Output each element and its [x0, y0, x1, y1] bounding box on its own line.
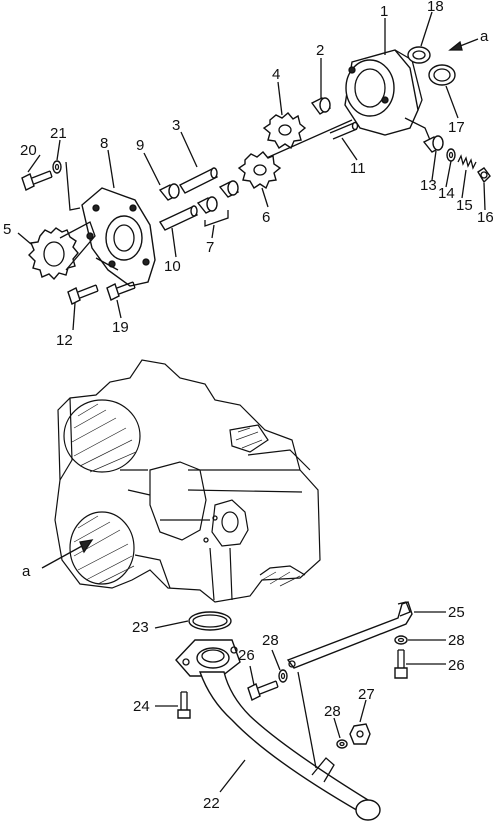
callout-9: 9	[136, 137, 144, 154]
part-28-washer-bottom	[336, 739, 348, 749]
view-arrow-a-top	[448, 38, 479, 51]
part-15-spring	[457, 154, 477, 170]
callout-20: 20	[20, 142, 37, 159]
view-arrow-a-bottom	[41, 539, 94, 569]
part-2-bushing	[310, 97, 332, 115]
part-24-bolt	[177, 691, 191, 719]
callout-18: 18	[427, 0, 444, 15]
part-9-bushing	[158, 183, 180, 201]
callout-28-right: 28	[448, 632, 465, 649]
part-3-pin	[178, 167, 219, 194]
part-11-shaft	[329, 121, 359, 140]
callout-19: 19	[112, 319, 129, 336]
view-label-a-bottom: a	[22, 563, 31, 580]
part-16-plug	[477, 167, 491, 184]
callout-16: 16	[477, 209, 494, 226]
part-21-washer	[52, 160, 81, 211]
part-10-pin	[158, 205, 199, 231]
callout-6: 6	[262, 209, 270, 226]
engine-block-outline	[54, 359, 321, 603]
part-7-bushings	[196, 180, 240, 227]
callout-21: 21	[50, 125, 67, 142]
part-25-bracket	[286, 601, 413, 769]
callout-15: 15	[456, 197, 473, 214]
callout-17: 17	[448, 119, 465, 136]
callout-12: 12	[56, 332, 73, 349]
part-22-suction-pipe	[175, 639, 381, 821]
part-28-washer-left	[278, 669, 288, 683]
part-26-bolt-left	[247, 680, 279, 701]
part-27-nut	[349, 723, 371, 745]
callout-25: 25	[448, 604, 465, 621]
part-8-cover	[81, 187, 156, 287]
callout-10: 10	[164, 258, 181, 275]
part-14-washer	[446, 148, 456, 162]
callout-4: 4	[272, 66, 280, 83]
part-17-seal	[428, 64, 456, 86]
callout-27: 27	[358, 686, 375, 703]
callout-28-bottom: 28	[324, 703, 341, 720]
lower-leader-lines	[154, 611, 446, 793]
callout-22: 22	[203, 795, 220, 812]
part-19-bolt	[106, 281, 136, 301]
callout-2: 2	[316, 42, 324, 59]
part-26-bolt-right	[394, 649, 408, 679]
part-28-washer-right	[394, 635, 408, 645]
callout-7: 7	[206, 239, 214, 256]
callout-26-left: 26	[238, 647, 255, 664]
callout-3: 3	[172, 117, 180, 134]
upper-leader-lines	[17, 11, 486, 331]
callout-13: 13	[420, 177, 437, 194]
callout-23: 23	[132, 619, 149, 636]
part-6-driven-gear	[237, 151, 282, 190]
part-1-pump-body	[344, 49, 431, 141]
callout-8: 8	[100, 135, 108, 152]
view-label-a-top: a	[480, 28, 489, 45]
callout-24: 24	[133, 698, 150, 715]
part-23-o-ring	[188, 611, 232, 631]
part-4-drive-gear	[262, 112, 307, 150]
part-12-bolt	[67, 284, 99, 305]
callout-26-right: 26	[448, 657, 465, 674]
callout-1: 1	[380, 3, 388, 20]
callout-11: 11	[350, 160, 366, 177]
pump-shaft-axis	[261, 119, 353, 161]
part-13-sleeve	[422, 135, 444, 153]
callout-14: 14	[438, 185, 455, 202]
part-20-bolt	[21, 170, 53, 191]
part-18-seal	[407, 46, 431, 64]
callout-28-left: 28	[262, 632, 279, 649]
part-5-sprocket	[28, 221, 96, 281]
callout-5: 5	[3, 221, 11, 238]
